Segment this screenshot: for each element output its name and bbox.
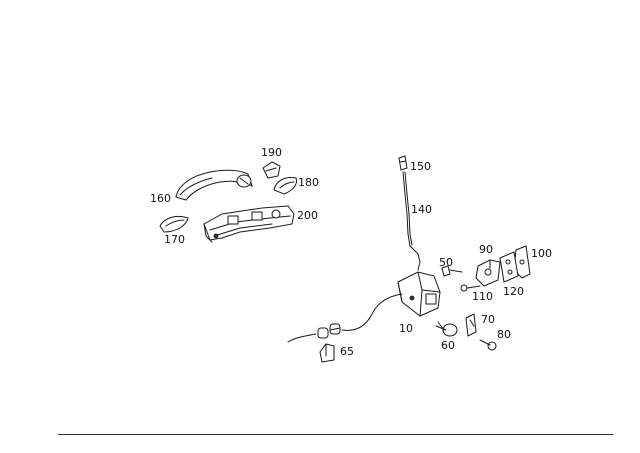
- rod-part: [402, 171, 421, 271]
- callout-110: 110: [472, 290, 493, 303]
- callout-140: 140: [411, 203, 432, 216]
- bowden-cable: [287, 293, 403, 343]
- callout-150: 150: [410, 160, 431, 173]
- callout-80: 80: [497, 328, 511, 341]
- callout-65: 65: [340, 345, 354, 358]
- small-seal-part: [159, 215, 189, 233]
- callout-200: 200: [297, 209, 318, 222]
- callout-170: 170: [164, 233, 185, 246]
- callout-190: 190: [261, 146, 282, 159]
- callout-180: 180: [298, 176, 319, 189]
- bolt-part-60: [435, 321, 458, 337]
- callout-90: 90: [479, 243, 493, 256]
- screw-part-80: [479, 339, 497, 351]
- callout-100: 100: [531, 247, 552, 260]
- callout-50: 50: [439, 256, 453, 269]
- lock-knob-part: [398, 155, 408, 171]
- gasket-part: [273, 177, 297, 195]
- callout-10: 10: [399, 322, 413, 335]
- bracket-part: [465, 313, 477, 337]
- handle-carrier-part: [203, 205, 295, 243]
- footer-divider: [58, 434, 613, 435]
- bolt-part-110: [460, 284, 481, 292]
- striker-plate-part: [475, 259, 501, 287]
- shim-part: [499, 251, 519, 283]
- outer-door-handle: [175, 169, 253, 201]
- plate-part-100: [513, 245, 531, 279]
- screw-part-50: [441, 265, 463, 277]
- callout-160: 160: [150, 192, 171, 205]
- door-lock-assembly: [397, 271, 441, 317]
- handle-cap-part: [262, 161, 281, 179]
- callout-70: 70: [481, 313, 495, 326]
- callout-120: 120: [503, 285, 524, 298]
- clip-part: [319, 343, 335, 363]
- callout-60: 60: [441, 339, 455, 352]
